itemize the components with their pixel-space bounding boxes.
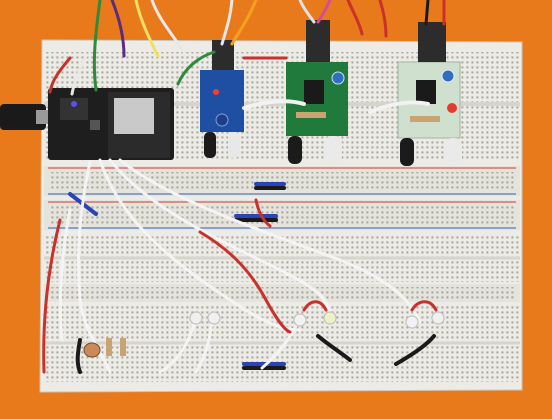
blue-sensor-module: [200, 40, 244, 158]
leds: [189, 311, 445, 329]
power-rail: [50, 206, 514, 224]
white-sensor-module: [397, 22, 462, 166]
power-rail: [50, 172, 514, 190]
top-wires: [48, 0, 446, 114]
ldr-and-resistors: [83, 338, 126, 358]
red-wires: [42, 198, 438, 374]
black-wires: [75, 334, 436, 374]
breadboard: [39, 39, 523, 393]
microcontroller-board: [48, 88, 174, 160]
led-indicator: [71, 101, 77, 107]
power-rail: [50, 287, 514, 299]
usb-cable: [0, 104, 50, 130]
white-wires: [58, 158, 422, 374]
green-sensor-module: [286, 20, 348, 164]
blue-jumpers: [68, 182, 286, 370]
